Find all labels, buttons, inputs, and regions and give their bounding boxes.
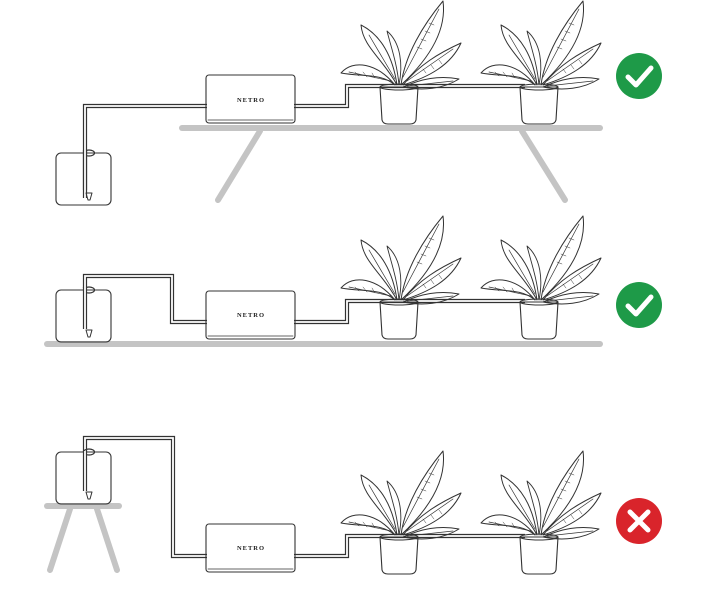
pump-unit: NETRO [205, 290, 296, 340]
water-tube [82, 83, 525, 198]
scenario-reservoir-level-with-pump: NETRO [44, 215, 662, 347]
pump-unit: NETRO [205, 523, 296, 573]
water-tube [82, 273, 525, 325]
potted-plant [340, 215, 462, 340]
scenario-reservoir-below-pump: NETRO [55, 0, 662, 206]
check-icon [616, 53, 662, 99]
table [179, 125, 603, 203]
table-leg-left [215, 128, 263, 203]
potted-plant [480, 0, 602, 125]
potted-plant [480, 215, 602, 340]
stool-leg-right [94, 506, 120, 573]
stool [44, 503, 122, 573]
potted-plant [340, 450, 462, 575]
table-leg-right [519, 128, 568, 203]
pump-brand-label: NETRO [237, 312, 265, 319]
potted-plant [480, 450, 602, 575]
scenario-reservoir-above-pump: NETRO [44, 435, 662, 575]
pump-brand-label: NETRO [237, 545, 265, 552]
check-icon [616, 282, 662, 328]
pump-brand-label: NETRO [237, 97, 265, 104]
stool-leg-left [47, 506, 73, 573]
potted-plant [340, 0, 462, 125]
water-tube [82, 435, 525, 559]
pump-unit: NETRO [205, 74, 296, 124]
cross-icon [616, 498, 662, 544]
